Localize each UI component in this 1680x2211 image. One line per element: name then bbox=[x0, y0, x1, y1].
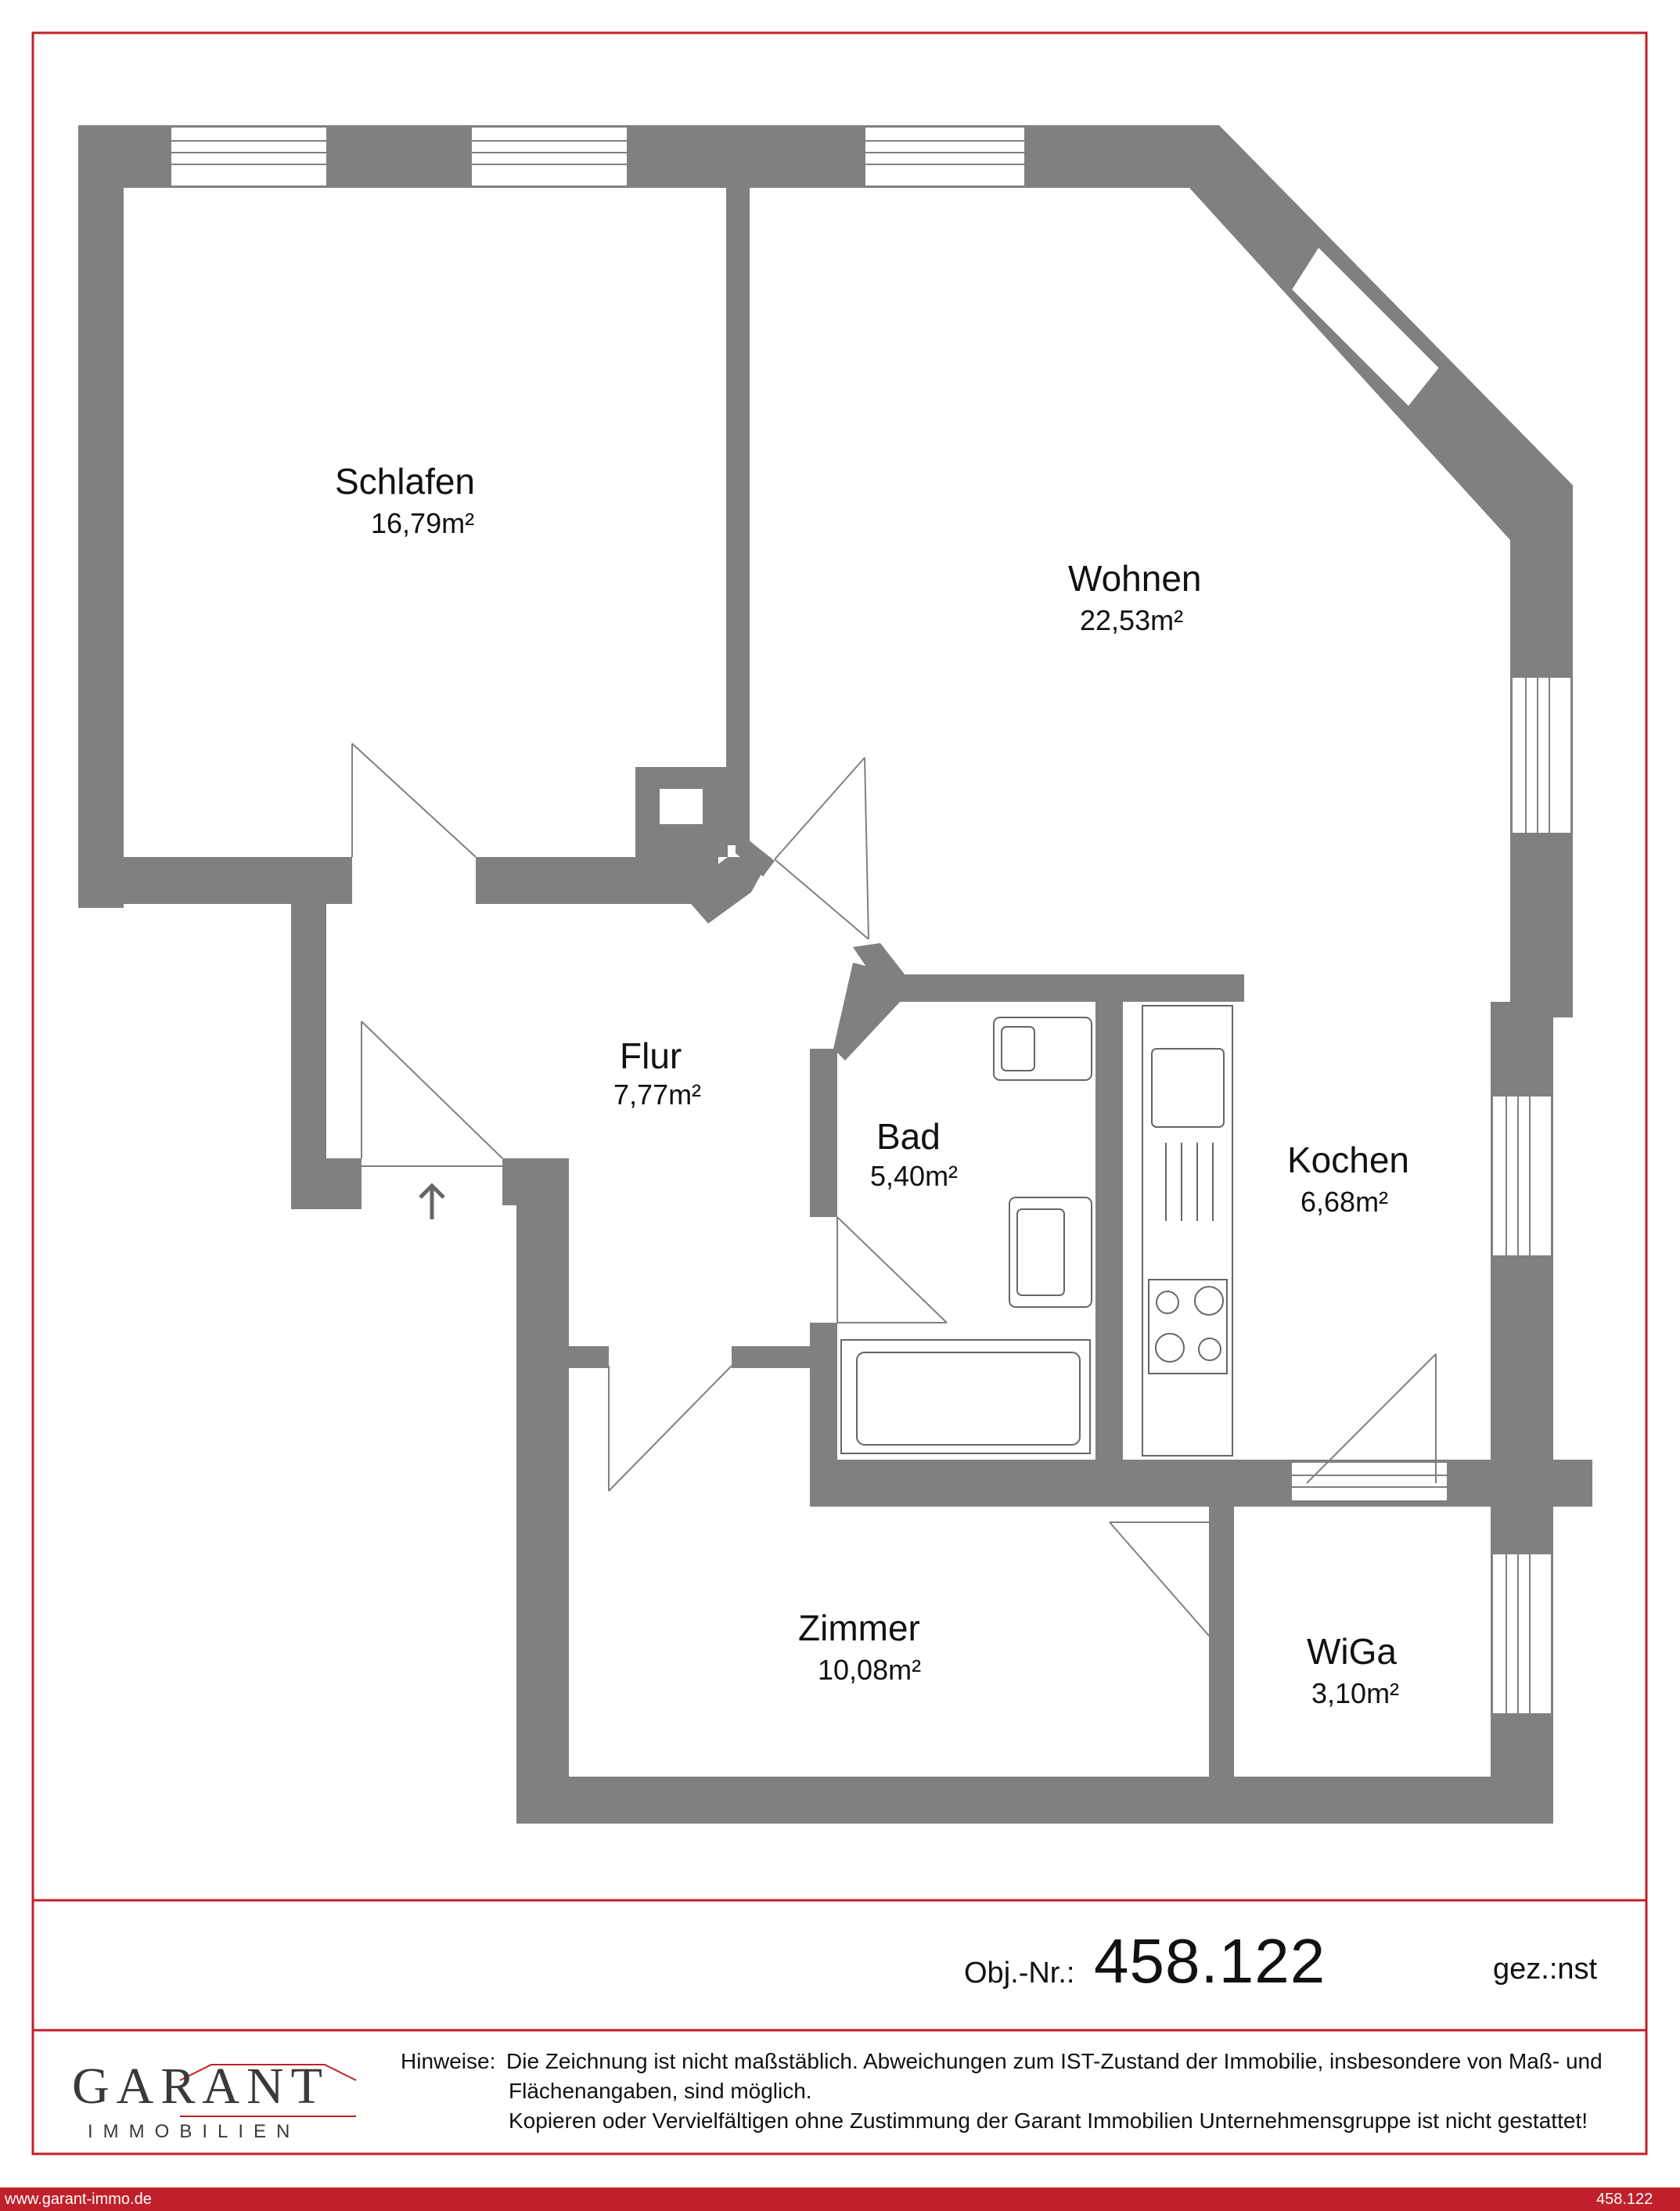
door-swings bbox=[351, 743, 1437, 1637]
notes-line-1: Die Zeichnung ist nicht maßstäblich. Abw… bbox=[506, 2049, 1603, 2073]
garant-logo-roof bbox=[179, 2064, 357, 2117]
object-number: 458.122 bbox=[1094, 1926, 1326, 1996]
room-area-zimmer: 10,08m² bbox=[818, 1654, 922, 1686]
room-area-bad: 5,40m² bbox=[870, 1160, 959, 1192]
room-area-wiga: 3,10m² bbox=[1311, 1677, 1400, 1709]
kitchen-fixtures bbox=[1142, 1005, 1233, 1457]
room-name-bad: Bad bbox=[876, 1116, 941, 1157]
object-number-label: Obj.-Nr.: bbox=[964, 1957, 1075, 1990]
drawn-by: gez.:nst bbox=[1493, 1953, 1598, 1986]
room-area-schlafen: 16,79m² bbox=[371, 507, 475, 539]
room-area-wohnen: 22,53m² bbox=[1080, 604, 1184, 636]
notes-label: Hinweise: bbox=[401, 2049, 496, 2073]
sink-icon bbox=[993, 1017, 1092, 1081]
footer-bar bbox=[0, 2188, 1680, 2211]
footer-website-link[interactable]: www.garant-immo.de bbox=[5, 2191, 152, 2208]
room-name-zimmer: Zimmer bbox=[798, 1608, 920, 1648]
sheet-frame bbox=[31, 31, 1648, 2155]
bathroom-fixtures bbox=[840, 1017, 1092, 1454]
stove-icon bbox=[1148, 1279, 1228, 1374]
windows bbox=[170, 126, 1572, 1715]
company-logo-subtitle: IMMOBILIEN bbox=[88, 2121, 300, 2142]
toilet-icon bbox=[1009, 1197, 1092, 1308]
walls bbox=[78, 125, 1592, 1824]
room-name-wohnen: Wohnen bbox=[1068, 558, 1202, 599]
bathtub-icon bbox=[840, 1339, 1091, 1454]
company-logo-word: GARANT bbox=[72, 2058, 329, 2115]
kitchen-counter bbox=[1142, 1005, 1233, 1457]
room-name-kochen: Kochen bbox=[1287, 1140, 1410, 1180]
kitchen-sink-icon bbox=[1151, 1048, 1225, 1128]
room-area-kochen: 6,68m² bbox=[1300, 1186, 1389, 1218]
notes-line-2: Flächenangaben, sind möglich. bbox=[509, 2079, 812, 2103]
room-name-wiga: WiGa bbox=[1307, 1631, 1397, 1672]
room-name-flur: Flur bbox=[620, 1035, 682, 1076]
footer-object-id: 458.122 bbox=[1596, 2191, 1653, 2208]
room-area-flur: 7,77m² bbox=[613, 1078, 702, 1111]
notes-line-3: Kopieren oder Vervielfältigen ohne Zusti… bbox=[509, 2108, 1588, 2133]
chimney-opening bbox=[660, 789, 703, 824]
entrance-arrow-icon bbox=[419, 1183, 445, 1219]
room-name-schlafen: Schlafen bbox=[335, 461, 476, 502]
